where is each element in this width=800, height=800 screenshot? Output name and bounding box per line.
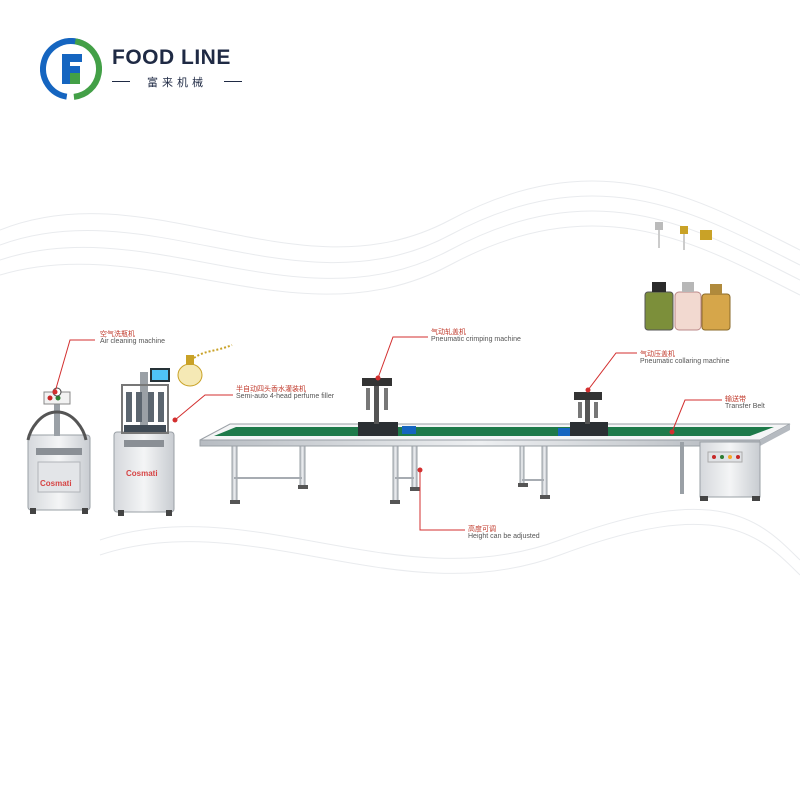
air-cleaning-label-cn: 空气洗瓶机 [100,331,135,338]
callout-lines [54,336,722,531]
brand-logo: FOOD LINE 富来机械 [40,38,242,100]
logo-title: FOOD LINE [112,46,231,69]
air-cleaning-machine: Cosmati [26,387,91,514]
logo-subtitle: 富来机械 [112,74,242,90]
transfer-belt-label-cn: 输送带 [725,396,746,403]
belt-control-cabinet [680,441,761,501]
crimping-label-en: Pneumatic crimping machine [431,336,521,343]
height-label-cn: 高度可调 [468,526,496,533]
product-samples [644,222,731,331]
collaring-label-en: Pneumatic collaring machine [640,358,730,365]
collaring-label-cn: 气动压盖机 [640,351,675,358]
crimping-label-cn: 气动轧盖机 [431,329,466,336]
perfume-filler-machine: Cosmati [113,368,175,516]
filler-label-cn: 半自动四头香水灌装机 [236,386,306,393]
svg-text:Cosmati: Cosmati [126,469,158,478]
conveyor-table [199,423,791,504]
sample-perfume-bottle [177,344,233,387]
crimping-machine [358,378,416,436]
transfer-belt-label-en: Transfer Belt [725,403,765,410]
air-cleaning-label-en: Air cleaning machine [100,338,165,345]
collaring-machine [558,392,608,436]
height-label-en: Height can be adjusted [468,533,540,540]
filler-label-en: Semi-auto 4-head perfume filler [236,393,335,400]
svg-text:Cosmati: Cosmati [40,479,72,488]
food-line-logo-icon [40,38,102,100]
callout-dots [52,375,675,473]
background-waves [0,180,800,576]
